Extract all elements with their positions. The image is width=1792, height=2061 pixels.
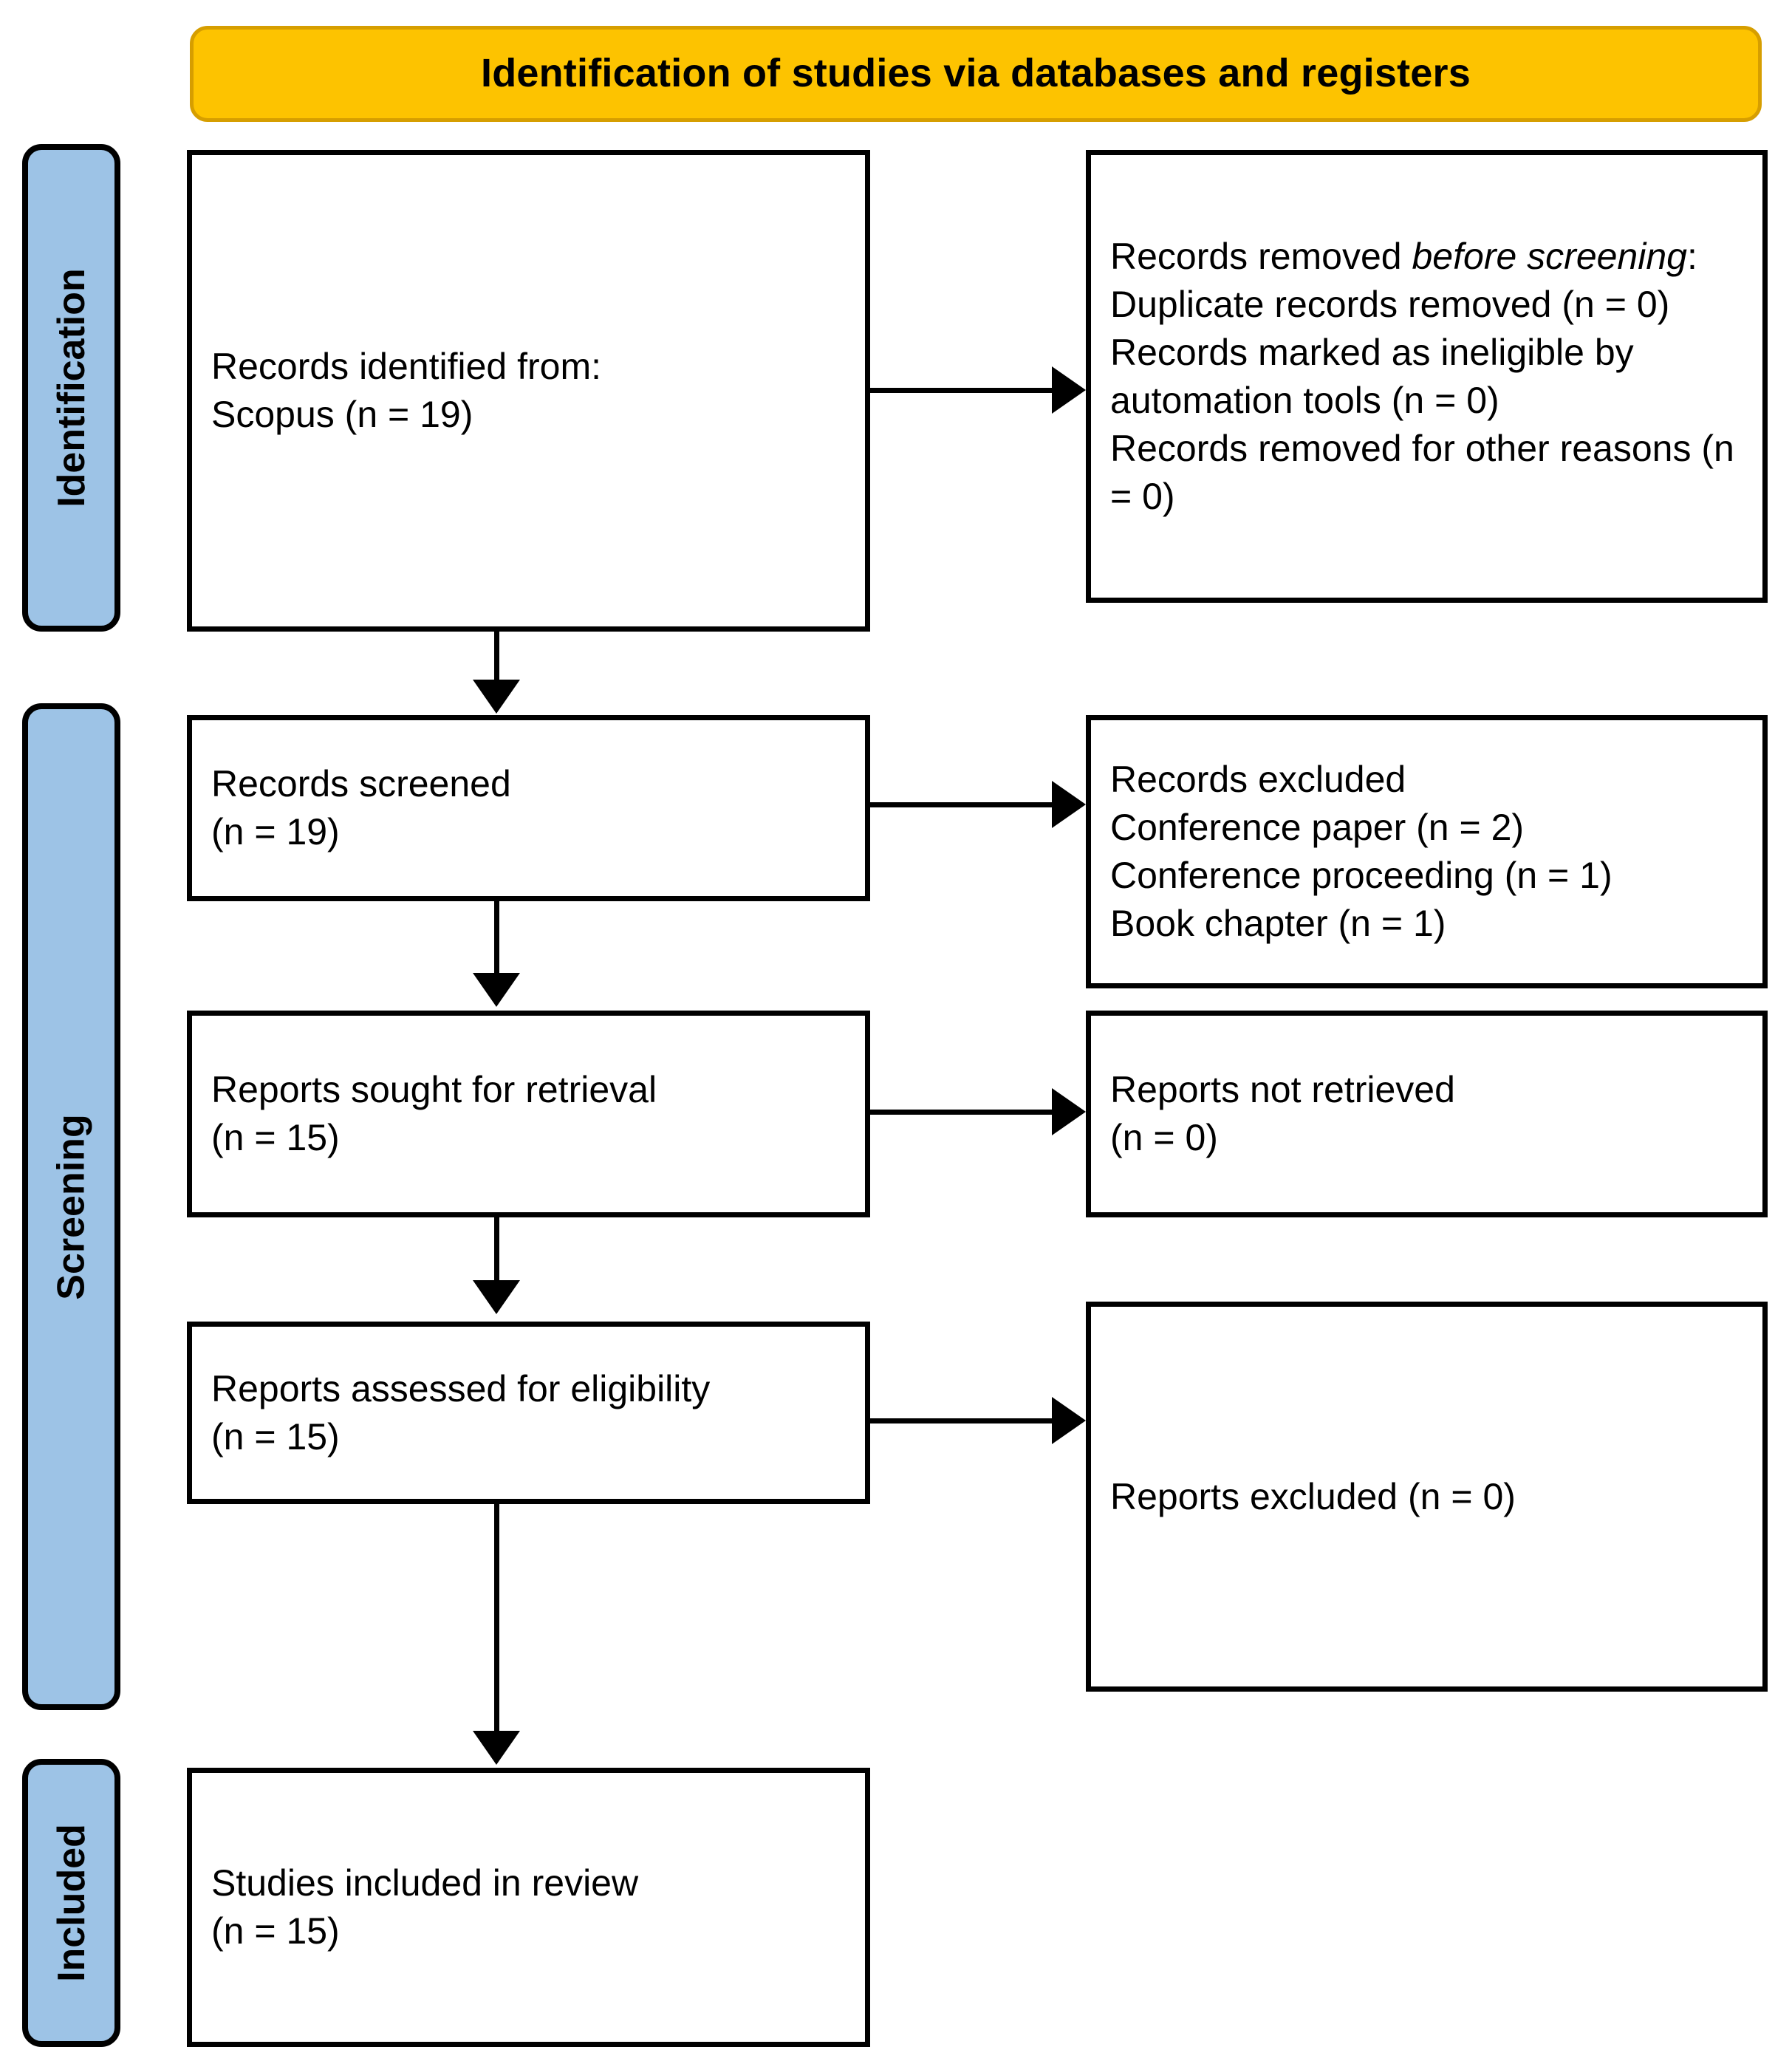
connector-identified-to-screened-arrowhead-icon (473, 680, 520, 714)
studies-included-count: (n = 15) (211, 1910, 340, 1952)
records-removed-item-duplicates: Duplicate records removed (n = 0) (1110, 283, 1670, 325)
connector-sought-to-not-retrieved-line (870, 1110, 1055, 1115)
records-screened-line1: Records screened (211, 763, 511, 804)
box-records-screened: Records screened (n = 19) (187, 715, 870, 901)
records-excluded-conference-proceeding: Conference proceeding (n = 1) (1110, 855, 1613, 896)
connector-assessed-to-reports-excluded-line (870, 1418, 1055, 1423)
records-removed-item-automation: Records marked as ineligible by automati… (1110, 331, 1644, 421)
connector-screened-to-sought-arrowhead-icon (473, 973, 520, 1007)
stage-tab-included: Included (22, 1759, 120, 2047)
box-reports-excluded: Reports excluded (n = 0) (1086, 1302, 1768, 1692)
reports-not-retrieved-line1: Reports not retrieved (1110, 1069, 1455, 1110)
records-removed-item-other: Records removed for other reasons (n = 0… (1110, 427, 1745, 517)
records-removed-heading-italic: before screening (1412, 235, 1687, 277)
box-records-removed-before-screening: Records removed before screening: Duplic… (1086, 150, 1768, 603)
box-records-identified: Records identified from: Scopus (n = 19) (187, 150, 870, 632)
stage-tab-screening-label: Screening (49, 1113, 93, 1300)
connector-assessed-to-included-line (494, 1504, 499, 1740)
connector-screened-to-sought-line (494, 901, 499, 982)
connector-identified-to-removed-line (870, 388, 1055, 393)
stage-tab-screening: Screening (22, 703, 120, 1710)
connector-sought-to-not-retrieved-arrowhead-icon (1052, 1088, 1086, 1135)
stage-tab-identification: Identification (22, 144, 120, 632)
reports-sought-line1: Reports sought for retrieval (211, 1069, 657, 1110)
connector-assessed-to-reports-excluded-arrowhead-icon (1052, 1397, 1086, 1444)
reports-assessed-count: (n = 15) (211, 1415, 340, 1457)
reports-not-retrieved-count: (n = 0) (1110, 1117, 1218, 1158)
records-excluded-conference-paper: Conference paper (n = 2) (1110, 807, 1525, 848)
diagram-header-banner: Identification of studies via databases … (190, 26, 1762, 122)
records-excluded-book-chapter: Book chapter (n = 1) (1110, 903, 1446, 944)
records-screened-count: (n = 19) (211, 811, 340, 852)
connector-assessed-to-included-arrowhead-icon (473, 1731, 520, 1765)
records-identified-source: Scopus (n = 19) (211, 394, 473, 435)
stage-tab-included-label: Included (49, 1824, 93, 1982)
connector-screened-to-excluded-line (870, 802, 1055, 807)
box-records-excluded: Records excluded Conference paper (n = 2… (1086, 715, 1768, 988)
studies-included-line1: Studies included in review (211, 1862, 639, 1904)
reports-assessed-line1: Reports assessed for eligibility (211, 1367, 711, 1409)
records-removed-heading-plain: Records removed (1110, 235, 1412, 277)
records-identified-line1: Records identified from: (211, 346, 602, 387)
records-removed-heading-colon: : (1686, 235, 1697, 277)
records-removed-heading: Records removed before screening: (1091, 233, 1762, 281)
connector-screened-to-excluded-arrowhead-icon (1052, 781, 1086, 828)
stage-tab-identification-label: Identification (49, 268, 93, 507)
box-reports-sought: Reports sought for retrieval (n = 15) (187, 1011, 870, 1217)
box-reports-assessed: Reports assessed for eligibility (n = 15… (187, 1322, 870, 1504)
box-studies-included: Studies included in review (n = 15) (187, 1768, 870, 2047)
reports-sought-count: (n = 15) (211, 1117, 340, 1158)
records-excluded-heading: Records excluded (1110, 759, 1406, 800)
connector-sought-to-assessed-line (494, 1217, 499, 1290)
connector-sought-to-assessed-arrowhead-icon (473, 1280, 520, 1314)
connector-identified-to-removed-arrowhead-icon (1052, 366, 1086, 414)
reports-excluded-line1: Reports excluded (n = 0) (1110, 1475, 1516, 1517)
connector-identified-to-screened-line (494, 632, 499, 689)
diagram-title: Identification of studies via databases … (481, 51, 1471, 96)
box-reports-not-retrieved: Reports not retrieved (n = 0) (1086, 1011, 1768, 1217)
